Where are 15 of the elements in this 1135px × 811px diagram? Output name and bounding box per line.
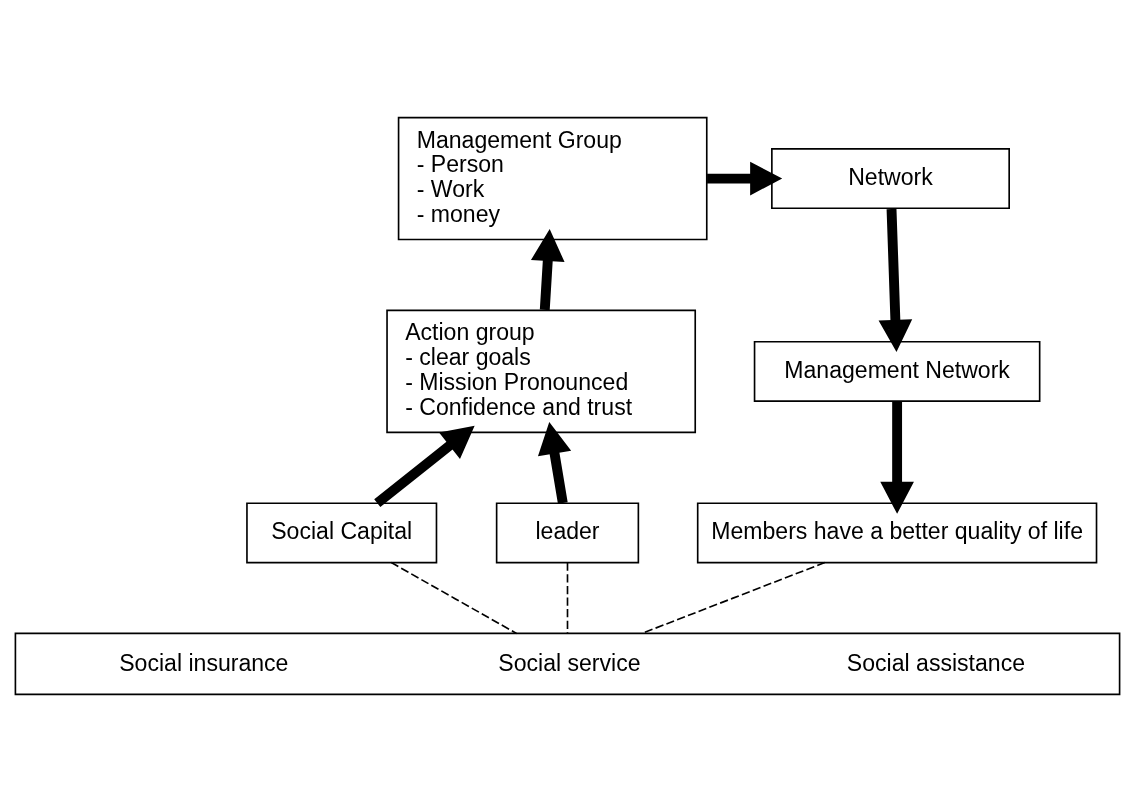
arrow	[880, 400, 914, 514]
node-box: Network	[771, 147, 1010, 209]
arrow	[707, 161, 783, 195]
node-box: Management Group - Person - Work - money	[397, 116, 708, 240]
node-box: Members have a better quality of life	[696, 501, 1098, 563]
connector	[566, 561, 569, 634]
connector	[390, 561, 518, 634]
node-box: Social Capital	[246, 501, 438, 563]
node-box: Management Network	[753, 340, 1041, 402]
arrow	[374, 425, 475, 507]
node-box: Action group - clear goals - Mission Pronounced - Confidence and trust	[386, 309, 697, 433]
node-box: leader	[495, 501, 640, 563]
arrow	[530, 228, 565, 310]
arrow	[537, 421, 572, 504]
arrow	[878, 208, 913, 352]
